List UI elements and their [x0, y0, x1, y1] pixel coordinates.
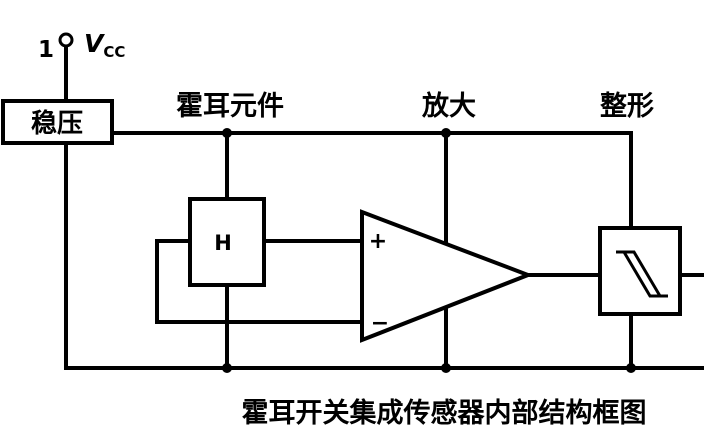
junction-dot — [441, 363, 451, 373]
amp-plus-sign: + — [369, 229, 387, 254]
vcc-label: VCC — [84, 29, 125, 61]
amp-minus-sign: − — [371, 311, 389, 336]
junction-dots — [222, 128, 636, 373]
pin-number: 1 — [38, 37, 54, 63]
vcc-label-sub: CC — [103, 43, 125, 61]
regulator-block — [1, 99, 114, 145]
junction-dot — [441, 128, 451, 138]
amplifier-triangle — [360, 209, 534, 343]
wiring — [64, 46, 704, 370]
junction-dot — [626, 363, 636, 373]
junction-dot — [222, 363, 232, 373]
hall-box-label: H — [214, 231, 232, 255]
shaper-label: 整形 — [600, 91, 654, 122]
amplifier-label: 放大 — [421, 90, 476, 122]
vcc-label-v: V — [84, 29, 105, 58]
hysteresis-icon — [616, 250, 662, 297]
diagram-caption: 霍耳开关集成传感器内部结构框图 — [242, 397, 647, 429]
vcc-terminal — [58, 32, 74, 48]
junction-dot — [222, 128, 232, 138]
regulator-label: 稳压 — [31, 108, 83, 139]
hall-element-block — [188, 197, 266, 287]
shaper-block — [598, 226, 682, 316]
hall-to-amp-minus-wire — [155, 239, 364, 324]
hall-element-label: 霍耳元件 — [176, 91, 284, 122]
hysteresis-icon — [622, 251, 668, 298]
